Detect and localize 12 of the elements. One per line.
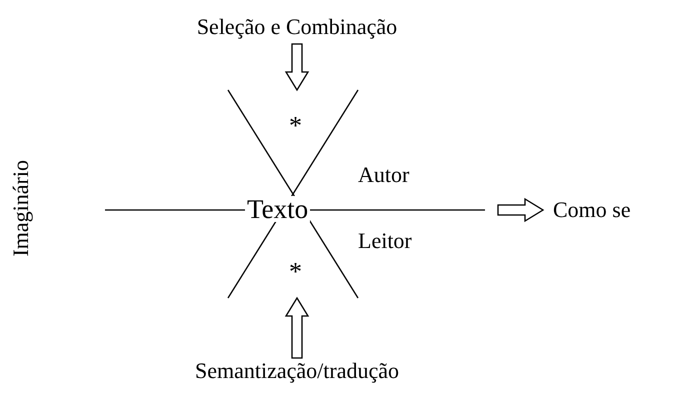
hollow-arrow: [284, 43, 310, 92]
footer-text: Semantização/tradução: [135, 358, 459, 388]
role-label: Leitor: [358, 228, 412, 254]
outcome-text: Como se: [553, 197, 633, 225]
side-label: Imaginário: [8, 160, 34, 257]
hollow-arrow: [284, 296, 310, 359]
role-label: Autor: [358, 162, 410, 188]
asterisk-mark: *: [289, 113, 302, 139]
heading-text: Seleção e Combinação: [150, 14, 444, 44]
asterisk-mark: *: [289, 259, 302, 285]
hollow-arrow: [497, 198, 544, 222]
center-label: Texto: [245, 196, 310, 222]
